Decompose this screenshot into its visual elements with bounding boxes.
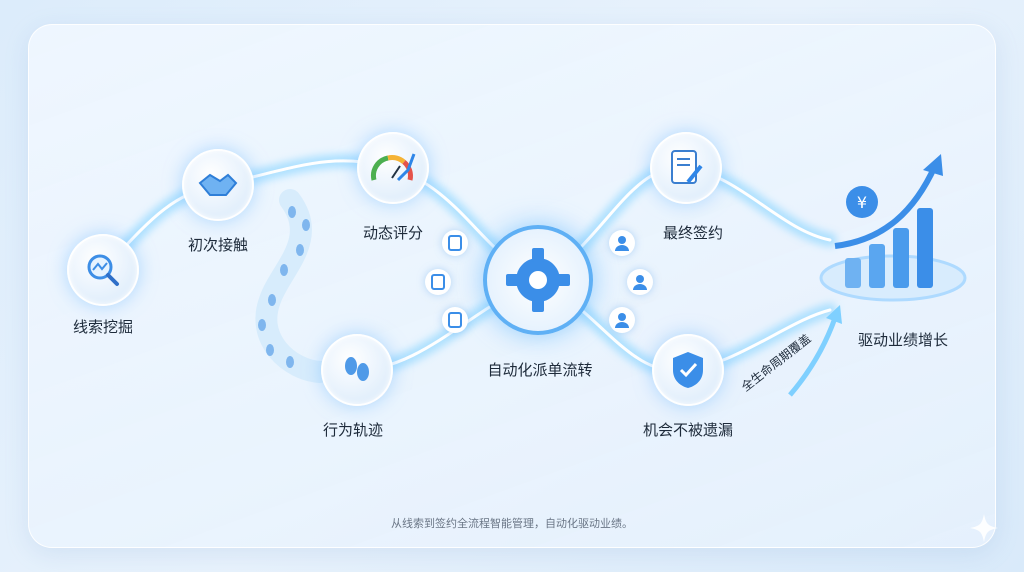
footprint-path xyxy=(255,189,331,383)
magnifier-chart-icon xyxy=(87,254,119,286)
arc-arrow xyxy=(788,317,838,397)
user-icon xyxy=(609,230,635,256)
node-behavior-track xyxy=(321,334,393,406)
label-behavior-track: 行为轨迹 xyxy=(322,421,384,439)
document-icon xyxy=(442,230,468,256)
gear-hub xyxy=(483,225,593,335)
handshake-icon xyxy=(198,173,238,196)
label-drive-growth: 驱动业绩增长 xyxy=(857,331,949,349)
gear-icon xyxy=(506,248,570,312)
node-dynamic-scoring xyxy=(357,132,429,204)
node-first-contact xyxy=(182,149,254,221)
sparkle-icon xyxy=(970,514,998,542)
label-first-contact: 初次接触 xyxy=(187,236,249,254)
node-final-signing xyxy=(650,132,722,204)
user-icon xyxy=(627,269,653,295)
document-icon xyxy=(442,307,468,333)
node-lead-mining xyxy=(67,234,139,306)
gauge-icon xyxy=(371,153,416,182)
currency-symbol: ¥ xyxy=(857,193,867,212)
growth-chart-icon: ¥ xyxy=(819,154,967,302)
user-icon xyxy=(609,307,635,333)
label-final-signing: 最终签约 xyxy=(662,224,724,242)
label-lead-mining: 线索挖掘 xyxy=(72,318,134,336)
label-dynamic-scoring: 动态评分 xyxy=(362,224,424,242)
node-no-missed-opportunity xyxy=(652,334,724,406)
label-auto-dispatch: 自动化派单流转 xyxy=(487,361,593,379)
shield-check-icon xyxy=(673,352,703,388)
footprint-icon xyxy=(345,357,369,381)
footer-caption: 从线索到签约全流程智能管理，自动化驱动业绩。 xyxy=(391,517,633,530)
arc-arrowhead xyxy=(826,305,842,324)
label-no-missed-opportunity: 机会不被遗漏 xyxy=(642,421,734,439)
document-icon xyxy=(425,269,451,295)
flow-path-secondary-core xyxy=(355,166,832,372)
contract-pen-icon xyxy=(671,150,703,184)
footprints-icon xyxy=(258,206,310,368)
